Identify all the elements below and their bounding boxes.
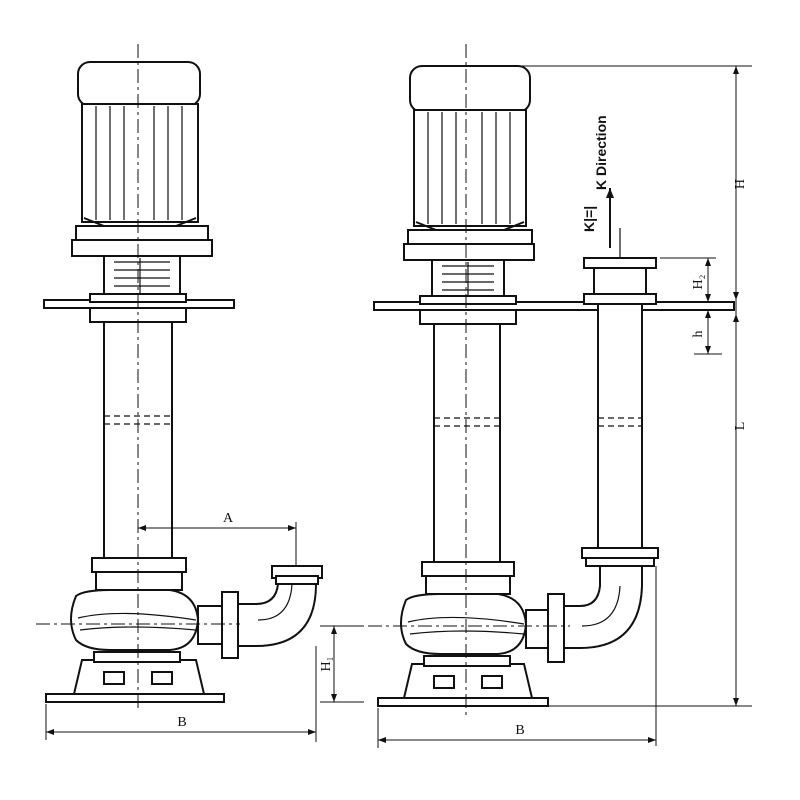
k-direction-label: K Direction — [593, 115, 609, 190]
left-discharge-elbow — [197, 565, 323, 659]
dimension-label-small-h: h — [691, 331, 706, 338]
left-motor — [71, 61, 213, 257]
k-direction-marker: K|=| K Direction — [581, 115, 614, 248]
right-coupling — [431, 259, 505, 301]
left-volute — [70, 589, 200, 651]
dimension-label-h: H — [733, 179, 748, 189]
right-support-plate — [373, 301, 735, 311]
dimension-label-b-left: B — [177, 715, 186, 730]
dimension-label-b-right: B — [515, 723, 524, 738]
dimension-label-a: A — [223, 511, 234, 526]
dimension-label-h2: H₂ — [691, 274, 706, 289]
right-motor — [403, 65, 535, 261]
right-column-pipe — [433, 323, 501, 563]
right-volute — [400, 593, 528, 655]
right-dimensions: H H₂ h L B — [377, 65, 752, 748]
dimension-label-l: L — [733, 422, 748, 431]
left-coupling — [103, 255, 181, 297]
k-section-mark: K|=| — [581, 206, 597, 232]
right-pump-view — [368, 44, 735, 716]
right-base — [377, 655, 549, 707]
left-base — [45, 651, 225, 703]
dimension-label-h1: H₁ — [319, 657, 334, 672]
left-pump-view — [36, 44, 323, 712]
right-discharge-pipe — [525, 228, 659, 663]
left-dimensions: A H₁ B — [45, 511, 364, 742]
